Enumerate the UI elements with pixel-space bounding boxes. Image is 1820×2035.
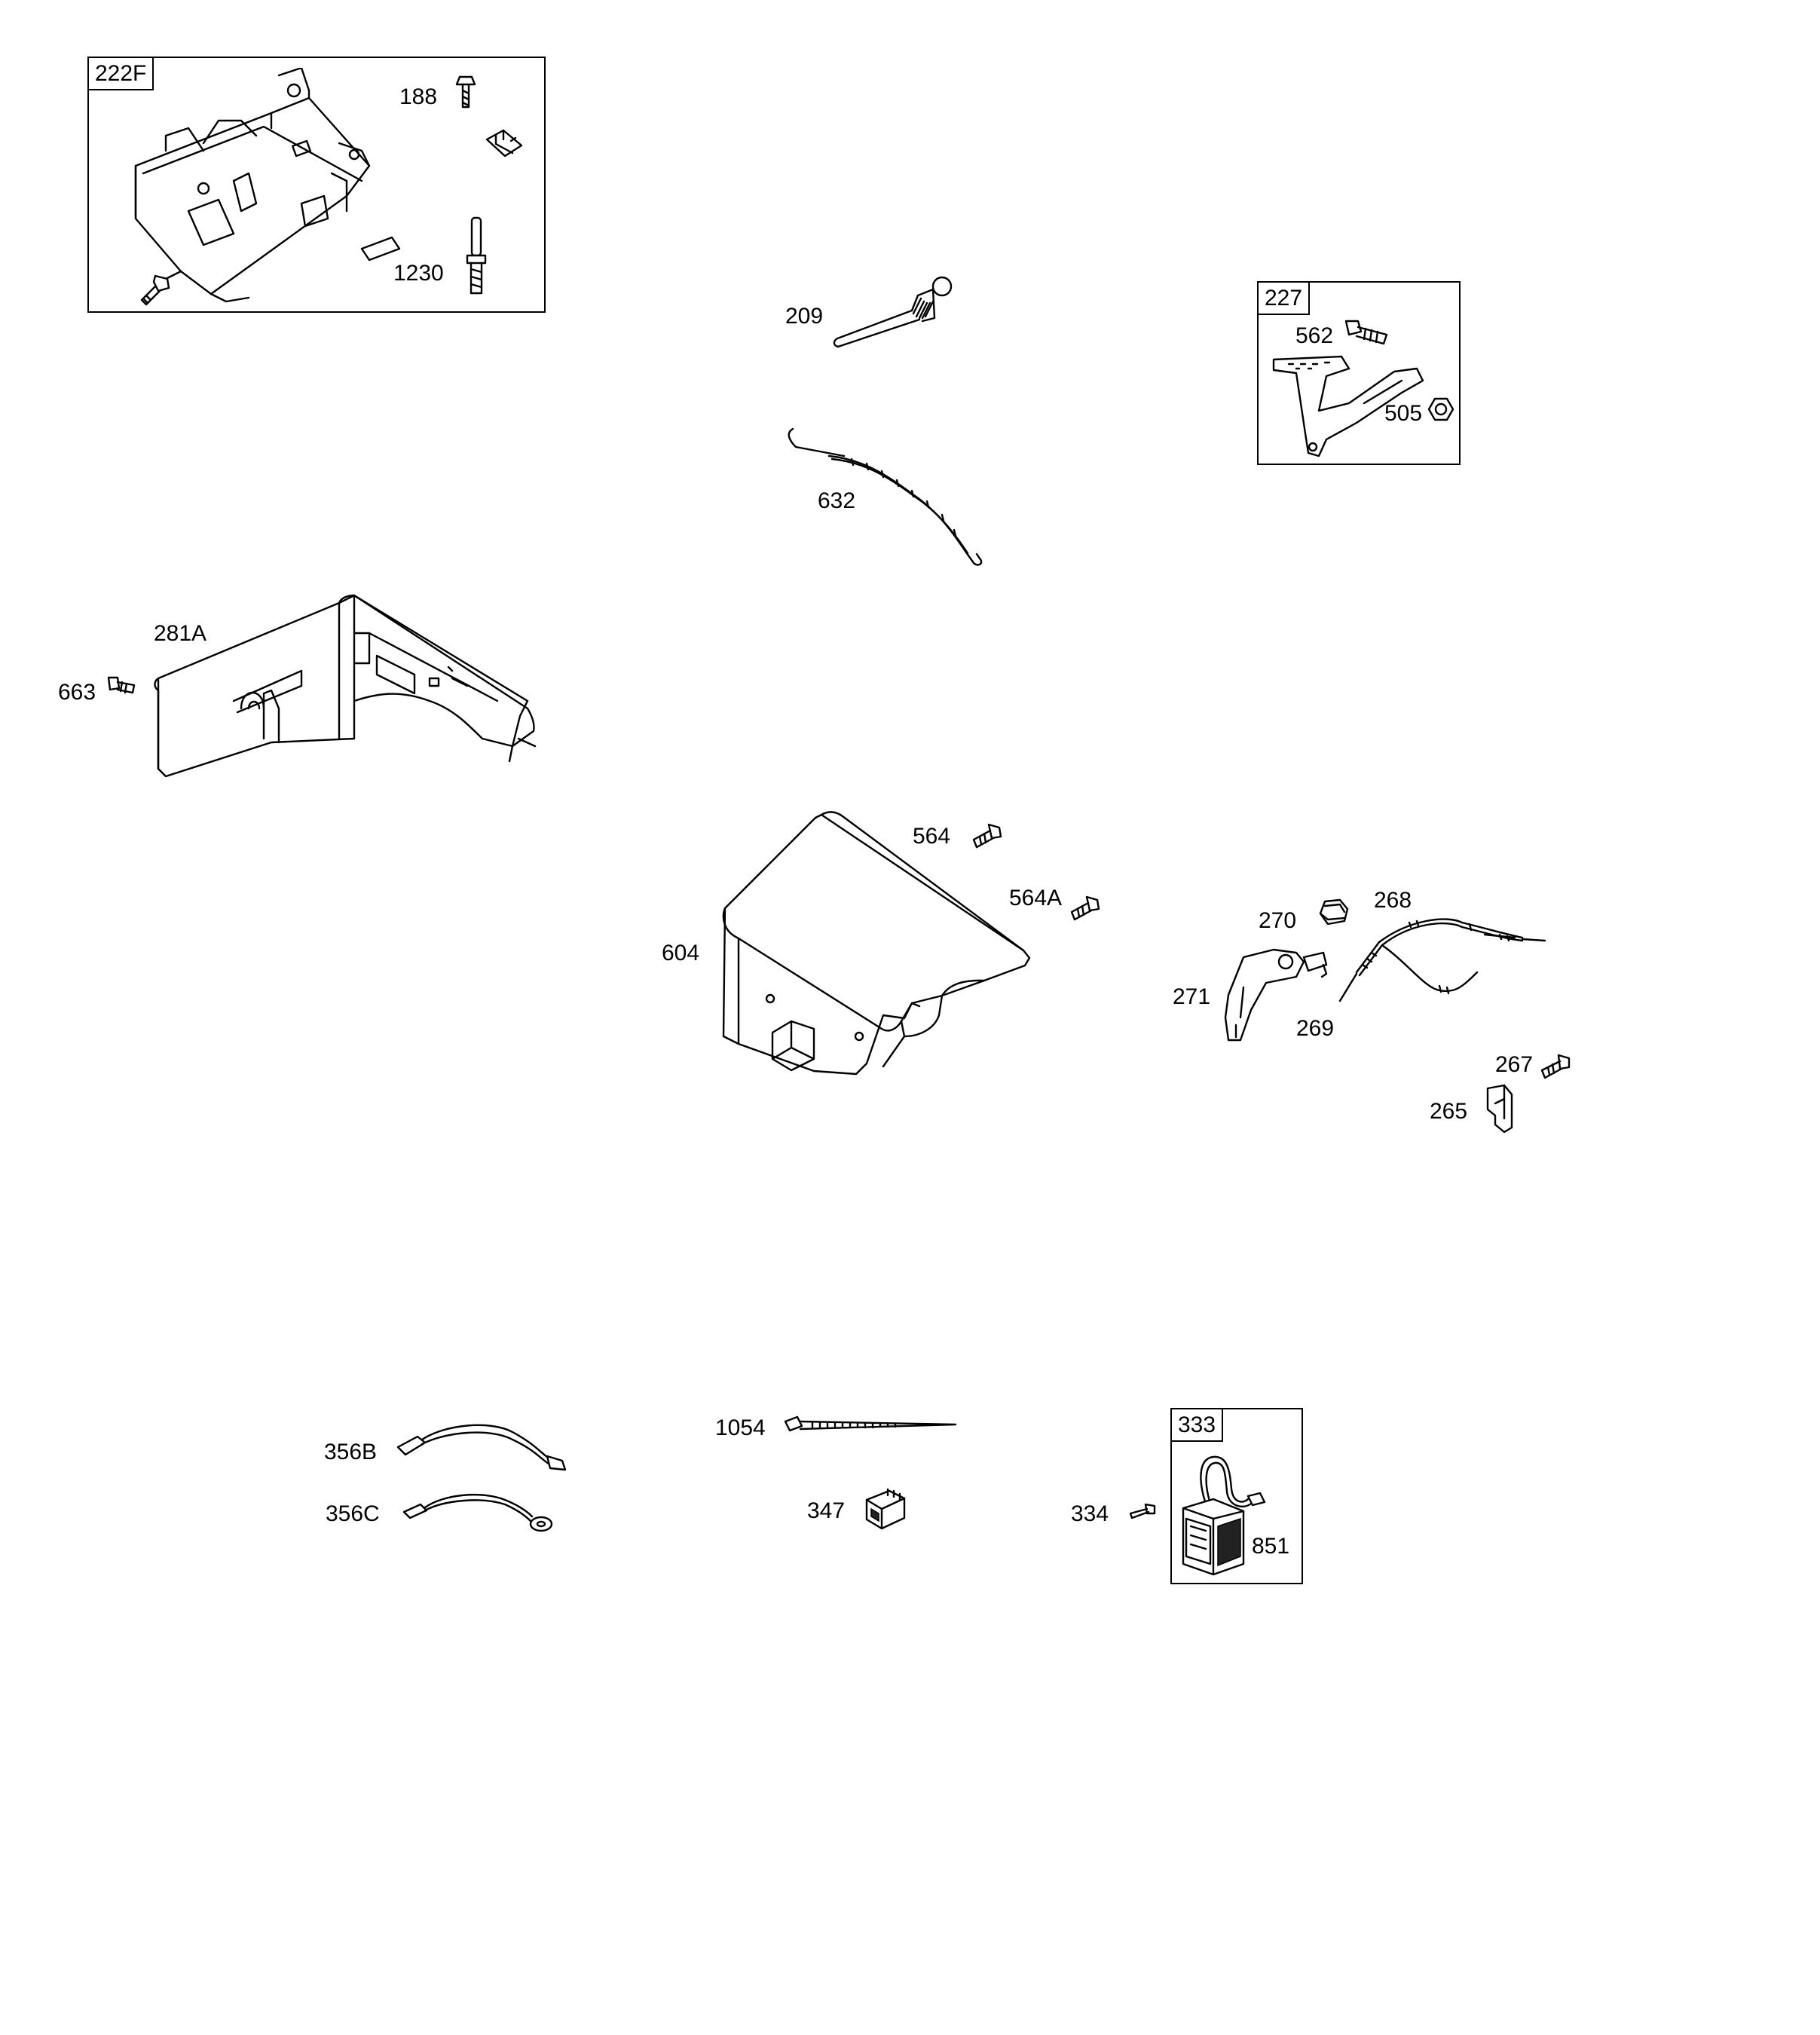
spring-632-drawing	[788, 427, 983, 566]
part-label-505: 505	[1384, 401, 1423, 426]
part-label-271: 271	[1173, 984, 1211, 1009]
control-bracket-281A-drawing	[154, 594, 537, 778]
part-label-267: 267	[1495, 1052, 1534, 1077]
part-label-188: 188	[399, 84, 438, 109]
bolt-562-icon	[1344, 320, 1388, 345]
clip-icon	[485, 129, 523, 158]
part-label-356B: 356B	[324, 1440, 378, 1464]
part-label-564A: 564A	[1009, 886, 1063, 910]
part-label-347: 347	[807, 1498, 846, 1523]
group-tag-333: 333	[1170, 1408, 1224, 1442]
stud-1230-icon	[466, 216, 487, 295]
nut-270-icon	[1319, 898, 1349, 926]
part-label-270: 270	[1259, 908, 1297, 933]
part-label-564: 564	[913, 824, 951, 849]
screw-663-icon	[107, 676, 136, 694]
part-label-281A: 281A	[154, 621, 207, 646]
part-label-562: 562	[1295, 323, 1334, 348]
screw-267-icon	[1540, 1054, 1571, 1079]
part-label-663: 663	[58, 680, 96, 705]
cable-tie-1054-drawing	[784, 1415, 957, 1432]
ignition-armature-333-drawing	[1182, 1455, 1266, 1576]
part-label-1054: 1054	[715, 1415, 766, 1440]
switch-347-icon	[865, 1488, 906, 1530]
part-label-851: 851	[1252, 1534, 1290, 1559]
throttle-cable-assembly-drawing	[1224, 918, 1546, 1042]
part-label-632: 632	[818, 488, 856, 513]
group-box-227: 227	[1257, 281, 1461, 465]
part-label-1230: 1230	[393, 261, 444, 286]
throttle-bracket-drawing	[1272, 355, 1424, 457]
screw-564-icon	[972, 823, 1002, 849]
group-box-222F: 222F	[87, 57, 546, 313]
bolt-188-icon	[455, 75, 476, 109]
wire-356C-drawing	[402, 1493, 553, 1532]
part-label-268: 268	[1374, 888, 1412, 913]
group-tag-227: 227	[1257, 281, 1311, 315]
cover-604-drawing	[722, 811, 1031, 1076]
part-label-334: 334	[1071, 1501, 1109, 1526]
screw-564A-icon	[1070, 895, 1100, 921]
wire-356B-drawing	[396, 1424, 567, 1471]
group-tag-222F: 222F	[87, 57, 154, 90]
part-label-604: 604	[662, 941, 700, 965]
screw-334-icon	[1129, 1503, 1156, 1519]
clamp-265-icon	[1486, 1084, 1513, 1134]
part-label-356C: 356C	[326, 1501, 380, 1526]
nut-505-icon	[1427, 397, 1454, 421]
part-label-209: 209	[785, 304, 824, 329]
part-label-265: 265	[1430, 1099, 1468, 1124]
part-label-269: 269	[1296, 1016, 1335, 1041]
group-box-333: 333	[1170, 1408, 1303, 1584]
engine-base-plate-drawing	[134, 68, 401, 303]
spring-209-drawing	[833, 276, 953, 348]
bolt-base-icon	[140, 274, 170, 306]
